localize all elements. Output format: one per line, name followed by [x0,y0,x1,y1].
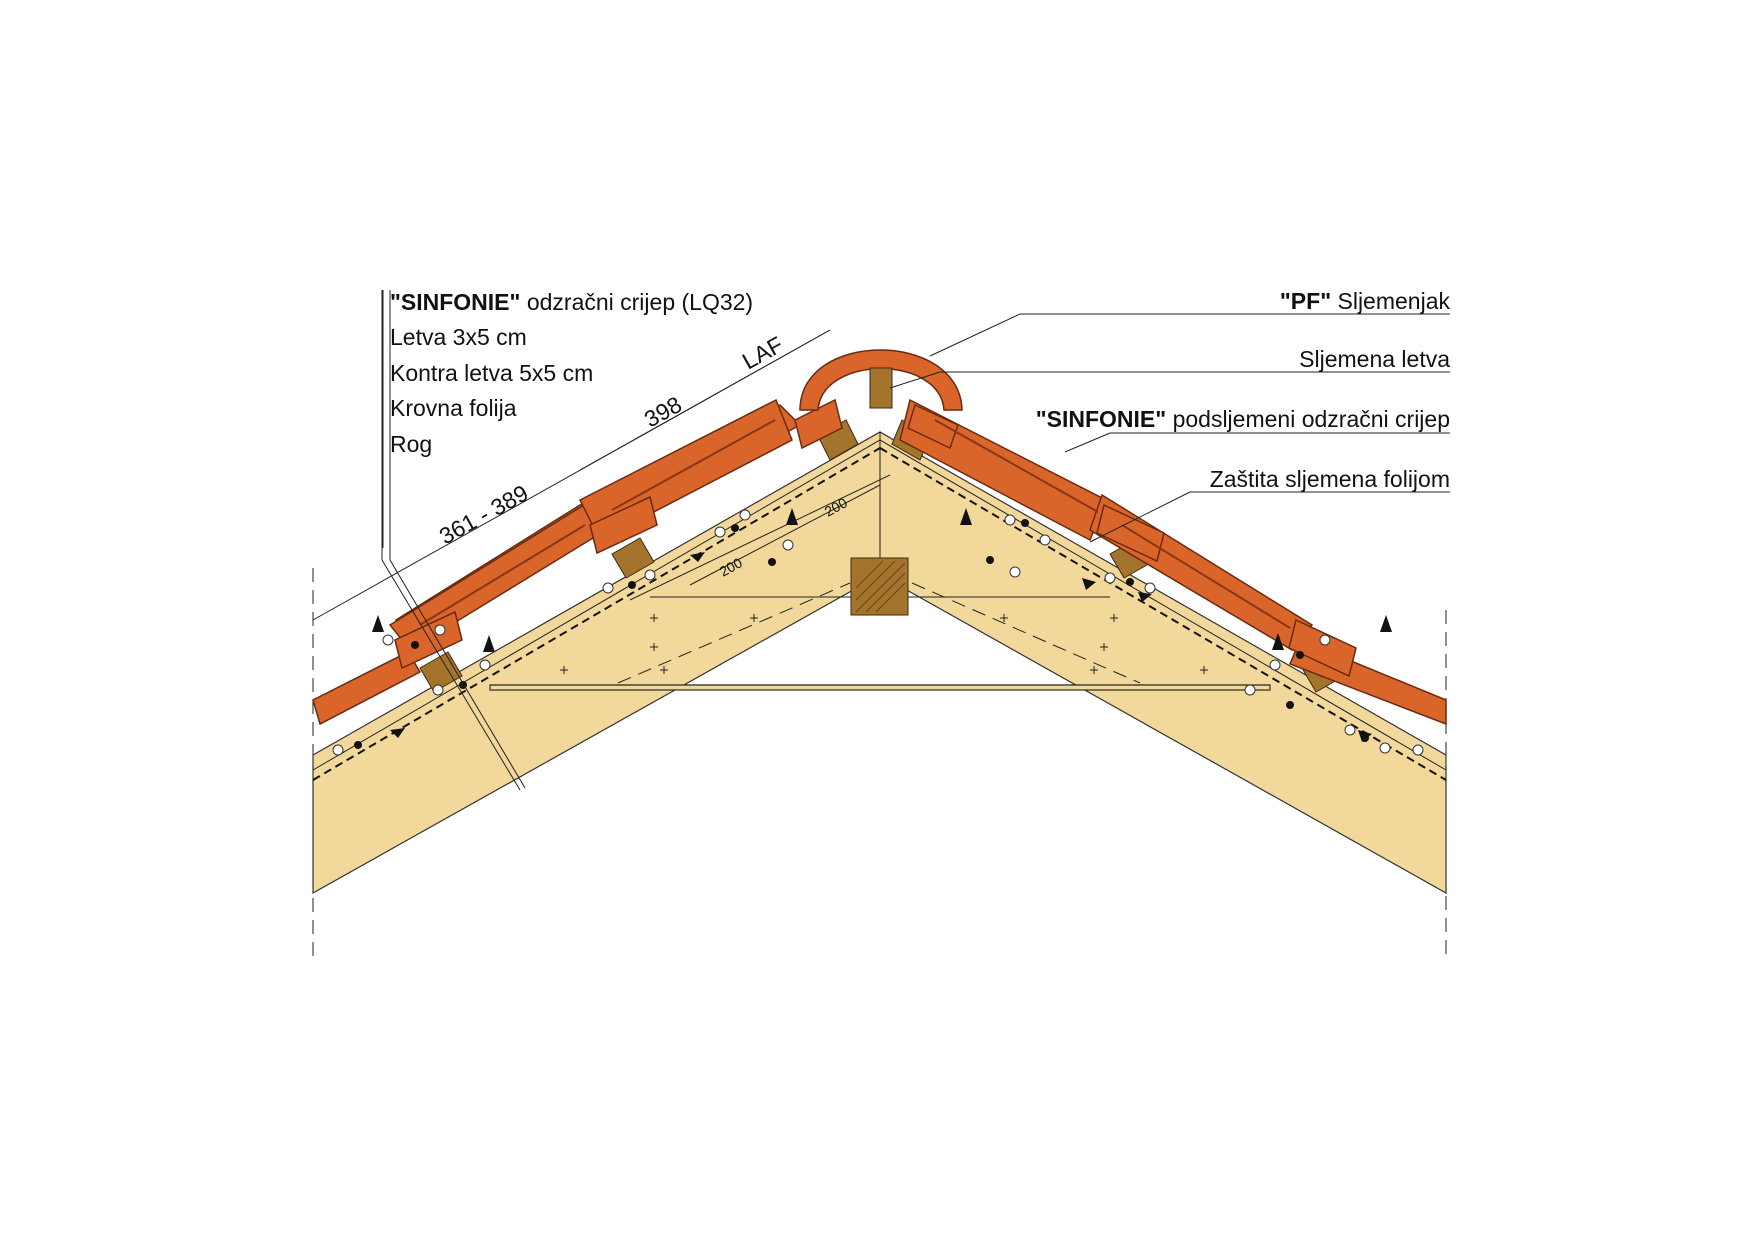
leader-lines [382,290,1450,548]
ridge-beam [850,557,909,616]
tiles-left [312,398,843,726]
label-ridge-tile: "PF" Sljemenjak [1280,288,1451,314]
roof-foil-left [312,447,881,781]
label-counter-batten: Kontra letva 5x5 cm [390,360,593,386]
dim-batten-spacing: 361 - 389 [435,480,533,550]
label-rafter: Rog [390,431,432,457]
ridge-cap-tile [799,349,963,411]
label-batten: Letva 3x5 cm [390,324,527,350]
label-roof-foil: Krovna folija [390,395,517,421]
dim-tile-length: 398 [640,391,686,432]
label-sub-ridge-tile: "SINFONIE" podsljemeni odzračni crijep [1036,406,1450,432]
label-ridge-foil: Zaštita sljemena folijom [1210,466,1450,492]
label-ridge-batten: Sljemena letva [1299,346,1450,372]
nail-marks [560,614,1208,674]
internal-dash-right [911,582,1141,684]
tiles-right [899,398,1447,726]
label-sinfonie-tile: "SINFONIE" odzračni crijep (LQ32) [390,289,753,315]
internal-dash-left [617,582,851,684]
dimension-lines [312,290,891,791]
roof-foil-right [879,447,1447,781]
collar-beam [489,684,1271,691]
airflow-markers [332,508,1424,756]
